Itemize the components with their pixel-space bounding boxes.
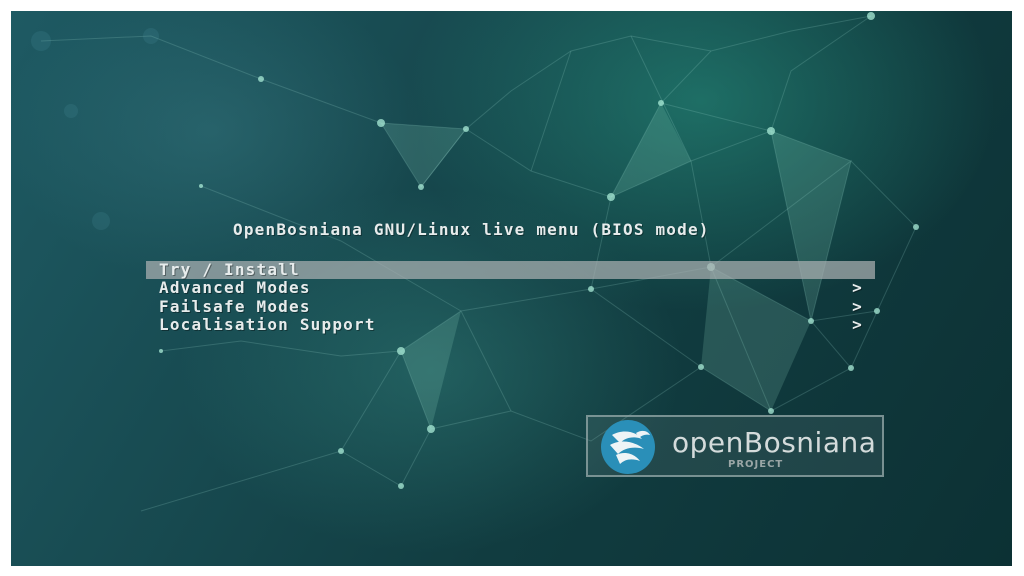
menu-title: OpenBosniana GNU/Linux live menu (BIOS m… [233,220,710,239]
menu-item-label: Advanced Modes [159,278,311,297]
submenu-arrow-icon: > [852,297,863,316]
menu-item-label: Failsafe Modes [159,297,311,316]
logo-name: openBosniana [672,426,877,459]
menu-item-label: Localisation Support [159,315,376,334]
bird-emblem-icon [601,420,655,474]
project-logo: openBosniana PROJECT [586,415,884,477]
network-graph-wallpaper [31,12,919,512]
menu-item-try-install[interactable]: Try / Install [146,261,875,279]
submenu-arrow-icon: > [852,278,863,297]
menu-item-localisation-support[interactable]: Localisation Support > [146,316,875,334]
submenu-arrow-icon: > [852,315,863,334]
logo-subtitle: PROJECT [728,459,784,470]
menu-item-advanced-modes[interactable]: Advanced Modes > [146,279,875,297]
menu-item-failsafe-modes[interactable]: Failsafe Modes > [146,298,875,316]
boot-screen: OpenBosniana GNU/Linux live menu (BIOS m… [11,11,1012,566]
menu-item-label: Try / Install [159,260,300,279]
